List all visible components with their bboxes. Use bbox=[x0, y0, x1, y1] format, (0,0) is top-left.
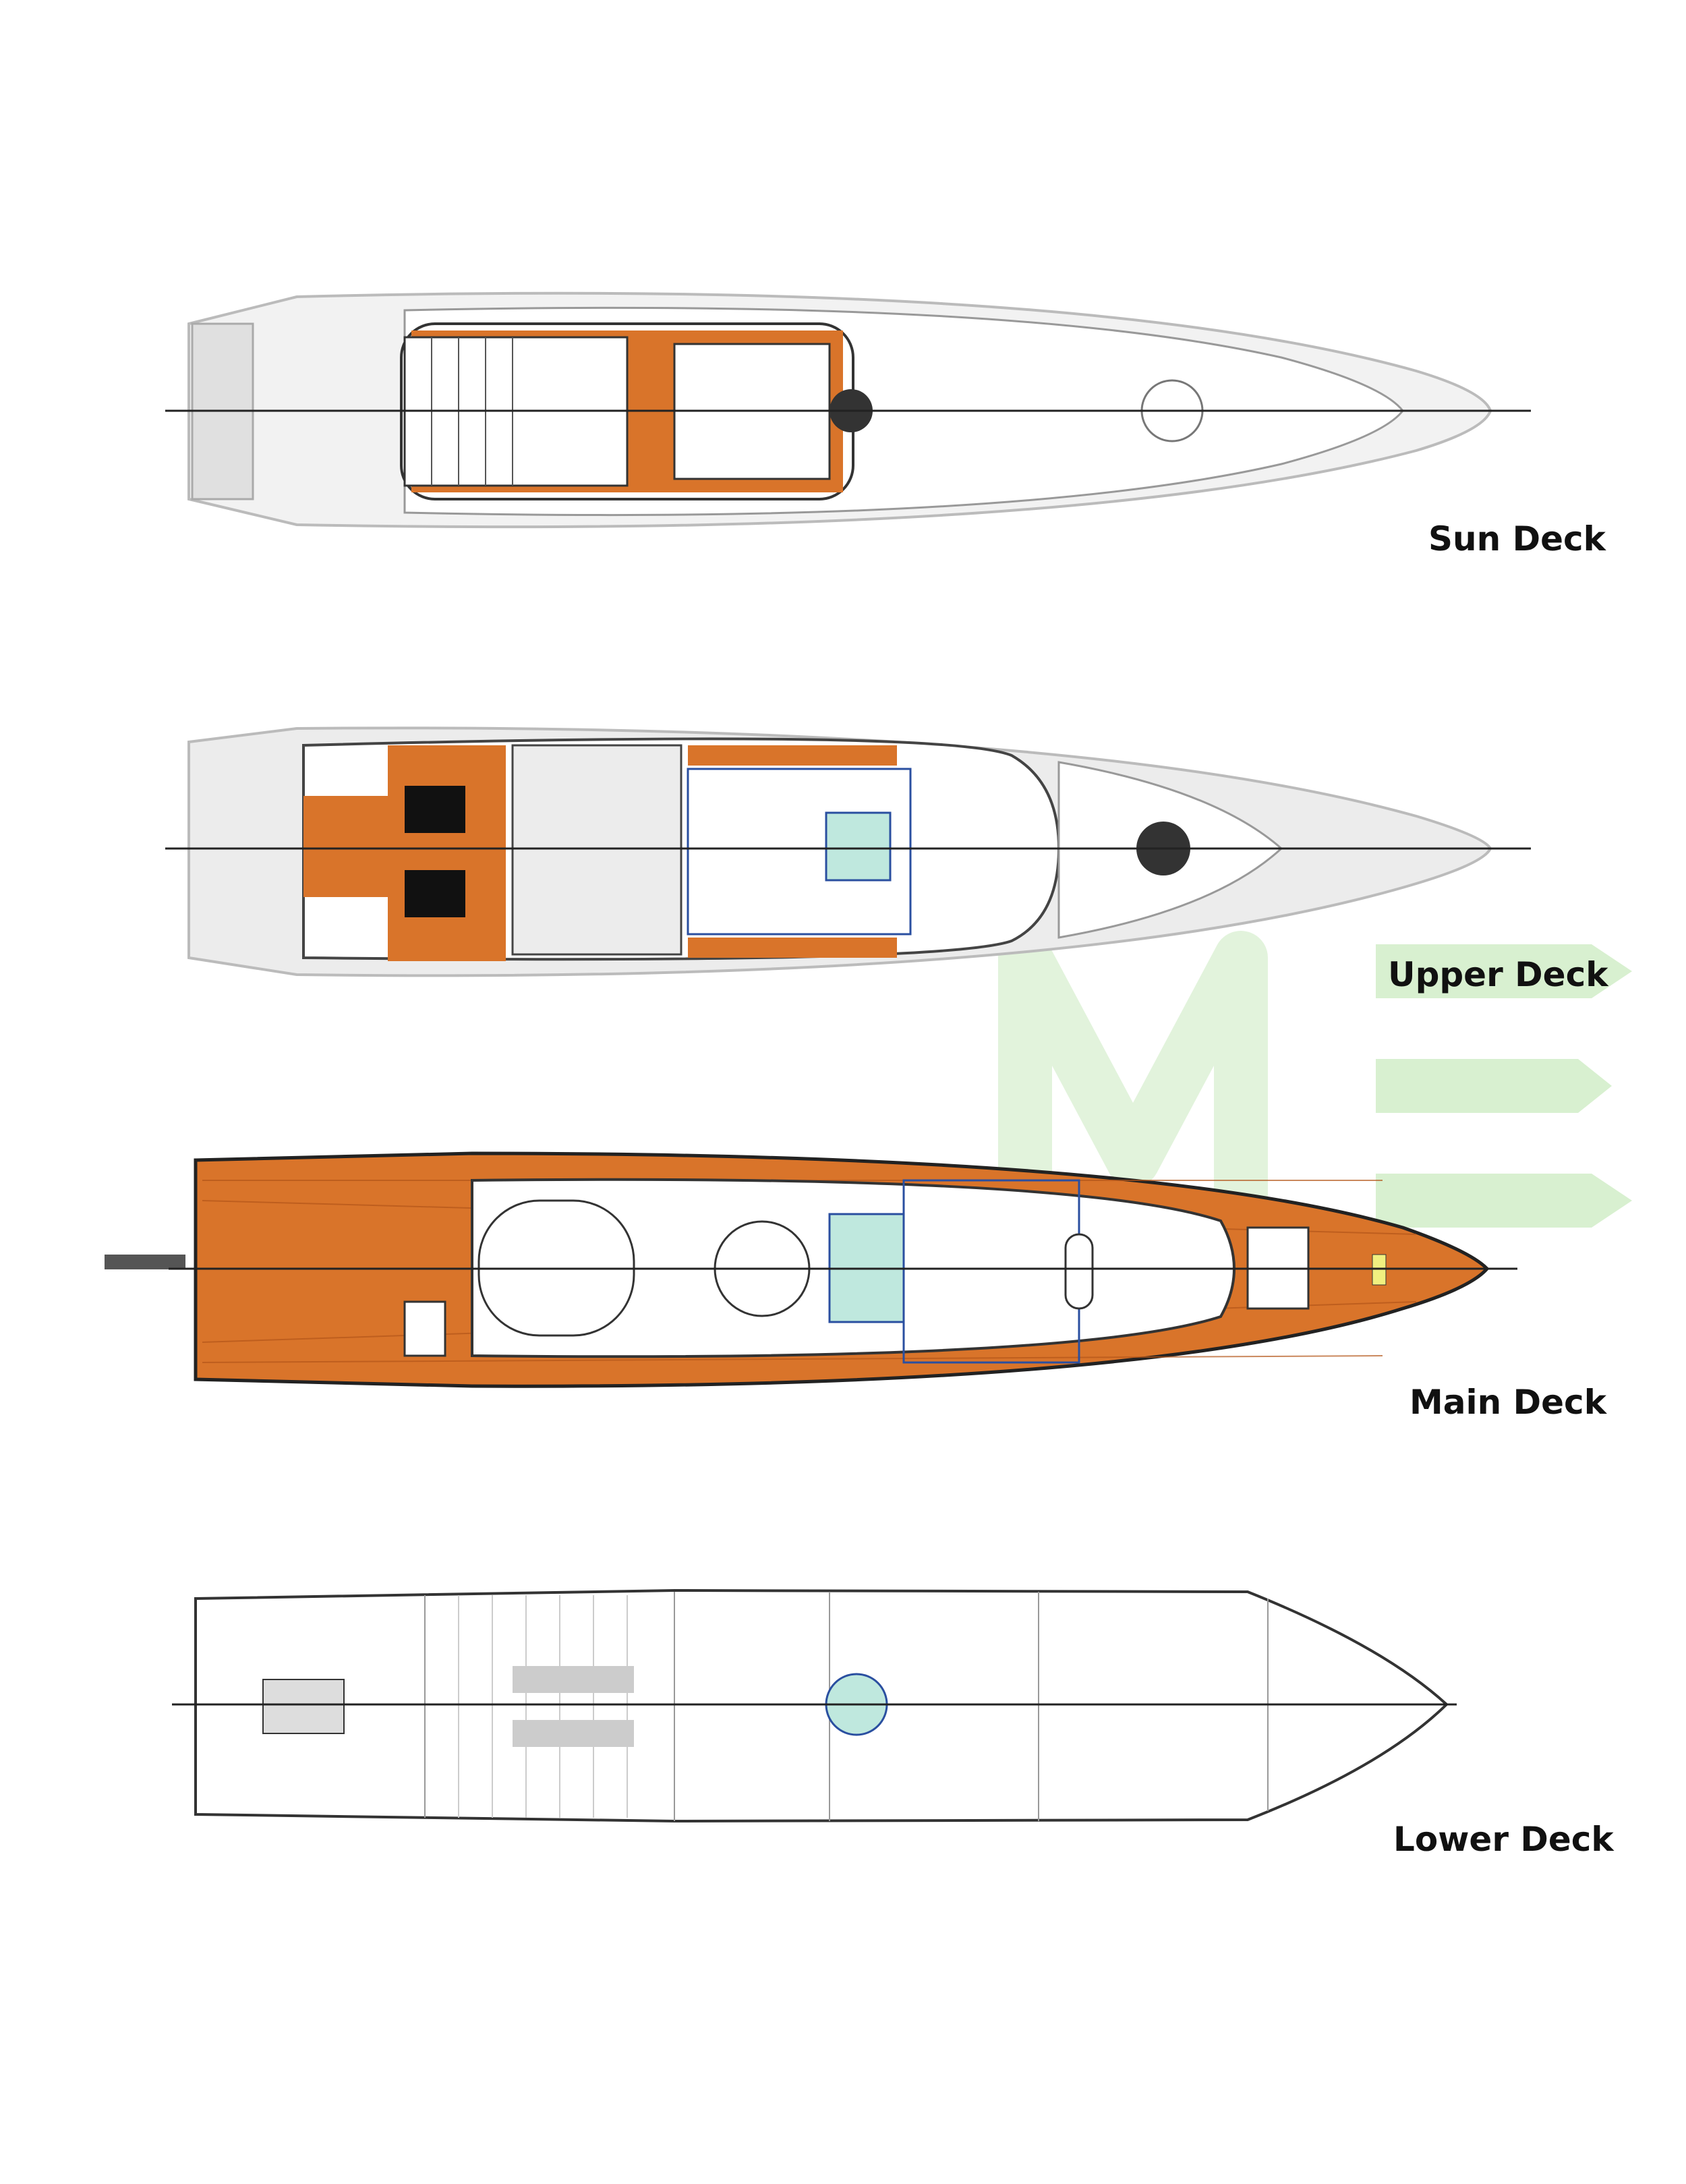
upper-deck-plan: Upper Deck bbox=[0, 715, 1686, 998]
sun-deck-plan: Sun Deck bbox=[0, 270, 1686, 558]
main-deck-drawing bbox=[105, 1151, 1517, 1388]
main-deck-plan: Main Deck bbox=[0, 1140, 1686, 1423]
deck-label-lower: Lower Deck bbox=[1393, 1820, 1614, 1859]
lower-deck-drawing bbox=[172, 1588, 1457, 1823]
sun-deck-drawing bbox=[165, 291, 1531, 529]
upper-deck-drawing bbox=[165, 726, 1531, 977]
deck-label-upper: Upper Deck bbox=[1388, 955, 1608, 994]
deck-label-sun: Sun Deck bbox=[1428, 519, 1606, 558]
watermark-logo bbox=[998, 931, 1632, 1255]
lower-deck-plan: Lower Deck bbox=[0, 1572, 1686, 1859]
deck-label-main: Main Deck bbox=[1409, 1383, 1606, 1422]
